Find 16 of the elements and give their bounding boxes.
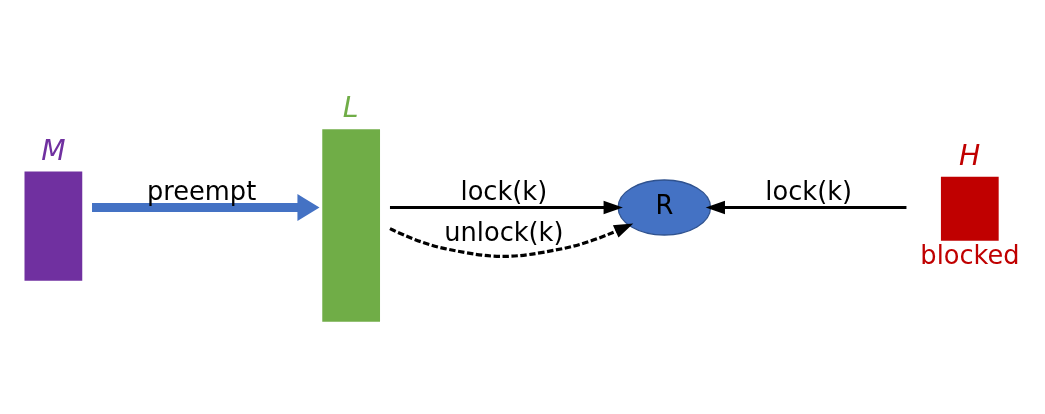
node-label: L [342,90,359,124]
node-box [940,176,999,241]
node-label: M [41,133,66,166]
node-box [322,128,381,322]
edge-label: unlock(k) [444,216,564,247]
node-box [24,171,83,281]
arrow [389,222,634,258]
node-label: H [958,138,981,172]
edge-label: lock(k) [460,175,548,206]
arrow [705,200,907,214]
node-label: blocked [920,239,1020,270]
arrow [92,193,320,221]
edge-label: preempt [147,175,257,206]
node-ellipse: R [617,178,712,236]
arrow [389,200,623,214]
edge-label: lock(k) [765,175,853,206]
